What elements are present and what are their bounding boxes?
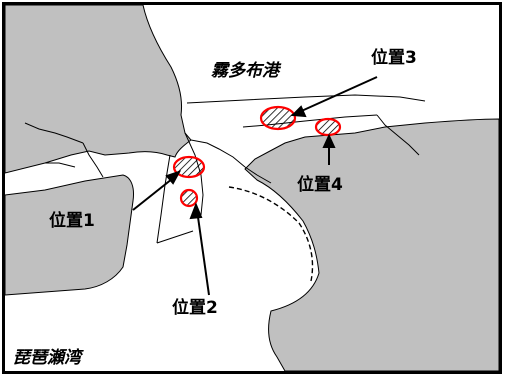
breakwater-dashed	[228, 186, 314, 282]
location-2-label: 位置2	[172, 298, 218, 318]
harbor-structures	[24, 94, 426, 244]
harbor-name-label: 霧多布港	[211, 61, 279, 81]
location-3-label: 位置3	[371, 48, 417, 68]
land-spit	[5, 174, 134, 296]
location-4-label: 位置4	[297, 175, 343, 195]
map-canvas	[5, 5, 499, 371]
marker-location-3[interactable]	[259, 105, 297, 131]
marker-location-4[interactable]	[314, 117, 342, 137]
land-left	[5, 5, 192, 174]
pointer-arrows	[132, 76, 378, 296]
bay-name-label: 琵琶瀬湾	[13, 348, 81, 368]
marker-location-1[interactable]	[172, 155, 206, 179]
location-1-label: 位置1	[49, 211, 95, 231]
marker-location-2[interactable]	[179, 188, 199, 208]
map-frame: 霧多布港 位置3 位置4 位置1 位置2 琵琶瀬湾	[2, 2, 502, 374]
land-right	[244, 118, 499, 371]
